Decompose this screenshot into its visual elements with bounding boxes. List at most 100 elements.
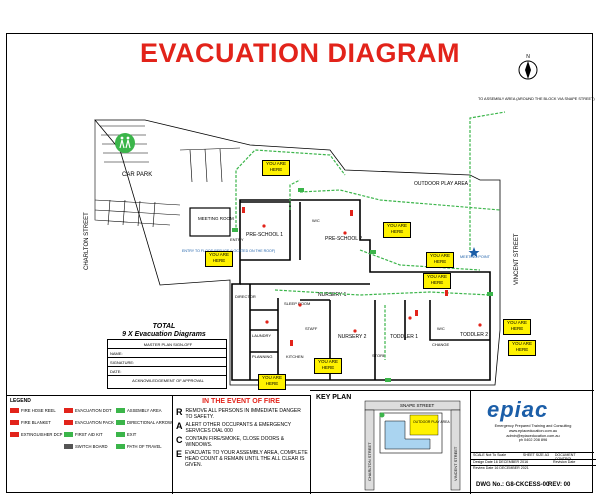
legend-item-label: EVACUATION PACK <box>75 420 114 425</box>
legend-item-label: FIRE BLANKET <box>21 420 51 425</box>
site-boundary <box>94 119 501 386</box>
key-plan: KEY PLAN OUTDOOR PLAY AREA SNAPE STREET … <box>310 390 470 494</box>
review-date: Review Date 16 DECEMBER 2021 <box>473 466 529 470</box>
title-row-2: Design Date 16 DECEMBER 2016 Revision Da… <box>471 459 596 466</box>
drawing-number: DWG No.: G8-CKCESS-00 <box>476 482 550 488</box>
you-are-here-badge: YOU ARE HERE <box>503 319 531 335</box>
legend-item: EVACUATION PACK <box>64 420 114 425</box>
company-web: www.epiaceducation.com.au <box>508 428 558 433</box>
legend-swatch-icon <box>116 408 125 413</box>
legend-swatch-icon <box>116 432 125 437</box>
toddler-2-label: TODDLER 2 <box>460 332 488 338</box>
company-name: Emergency Prepared Training and Consulti… <box>494 424 572 428</box>
legend-item-label: SWITCH BOARD <box>75 444 108 449</box>
sleep-room-label: SLEEP ROOM <box>284 301 310 306</box>
legend-swatch-icon <box>64 420 73 425</box>
path-of-travel <box>235 111 506 360</box>
revision-date-label: Revision Date <box>553 460 576 464</box>
meeting-room-label: MEETING ROOM <box>198 216 234 221</box>
legend-item-label: FIRE HOSE REEL <box>21 408 56 413</box>
car-park-label: CAR PARK <box>122 172 152 178</box>
meeting-point-star-icon <box>468 247 480 258</box>
assembly-direction-note: TO ASSEMBLY AREA (AROUND THE BLOCK VIA S… <box>478 97 595 101</box>
scale-label: SCALE Not To Scale <box>473 453 507 457</box>
legend-item-label: PATH OF TRAVEL <box>127 444 162 449</box>
key-plan-snape: SNAPE STREET <box>400 403 435 408</box>
director-label: DIRECTOR <box>235 294 256 299</box>
fire-title: IN THE EVENT OF FIRE <box>202 398 280 405</box>
legend-item: SWITCH BOARD <box>64 444 108 449</box>
legend-swatch-icon <box>64 432 73 437</box>
legend-item: DIRECTIONAL ARROW <box>116 420 172 425</box>
meeting-point-label: MEETING POINT <box>460 255 491 259</box>
signoff-date-field: DATE: <box>108 367 226 376</box>
nursery-2-label: NURSERY 2 <box>338 334 367 340</box>
change-label: CHANGE <box>432 342 449 347</box>
key-plan-map: OUTDOOR PLAY AREA SNAPE STREET CHARLTON … <box>364 400 461 491</box>
legend-item-label: DIRECTIONAL ARROW <box>127 420 172 425</box>
staff-label: STAFF <box>305 326 318 331</box>
title-row-3: Review Date 16 DECEMBER 2021 <box>471 465 596 472</box>
assembly-area-icon <box>115 133 135 153</box>
company-details: Emergency Prepared Training and Consulti… <box>477 424 589 443</box>
legend-item-label: ASSEMBLY AREA <box>127 408 162 413</box>
key-plan-play-label: OUTDOOR PLAY AREA <box>413 420 450 424</box>
total-note: TOTAL 9 X Evacuation Diagrams <box>112 323 216 339</box>
you-are-here-badge: YOU ARE HERE <box>258 374 286 390</box>
legend-item-label: FIRST AID KIT <box>75 432 103 437</box>
vincent-street-label: VINCENT STREET <box>514 233 520 285</box>
you-are-here-badge: YOU ARE HERE <box>426 252 454 268</box>
store-label: STORE <box>372 353 386 358</box>
sheet-size-label: SHEET SIZE A3 <box>522 453 549 457</box>
entry-label: ENTRY <box>230 237 244 242</box>
charlton-street-label: CHARLTON STREET <box>84 212 90 270</box>
legend-swatch-icon <box>116 444 125 449</box>
legend-item-label: EXTINGUISHER DCP <box>21 432 63 437</box>
signoff-signature-field: SIGNATURE: <box>108 358 226 367</box>
extinguisher-icon <box>242 207 448 346</box>
legend-item: FIRE BLANKET <box>10 420 51 425</box>
legend-item: ASSEMBLY AREA <box>116 408 162 413</box>
building <box>231 199 491 381</box>
total-title: TOTAL <box>152 323 176 330</box>
page-frame <box>6 33 593 493</box>
legend-swatch-icon <box>116 420 125 425</box>
key-plan-vincent: VINCENT STREET <box>453 446 458 481</box>
outdoor-play-label: OUTDOOR PLAY AREA <box>414 181 469 187</box>
title-block: epiac Emergency Prepared Training and Co… <box>470 390 596 494</box>
you-are-here-badge: YOU ARE HERE <box>205 251 233 267</box>
evacuation-dot-icon <box>262 224 482 333</box>
signoff-header: MASTER PLAN SIGN-OFF <box>108 340 226 349</box>
legend-swatch-icon <box>10 408 19 413</box>
meeting-room <box>189 207 231 237</box>
key-plan-charlton: CHARLTON STREET <box>367 442 372 481</box>
sign-off-table: MASTER PLAN SIGN-OFF NAME: SIGNATURE: DA… <box>107 339 227 389</box>
you-are-here-badge: YOU ARE HERE <box>383 222 411 238</box>
legend-item: EXIT <box>116 432 136 437</box>
exit-icon <box>232 188 493 382</box>
page-title: EVACUATION DIAGRAM <box>140 38 460 68</box>
legend-item-label: EXIT <box>127 432 137 437</box>
key-plan-title: KEY PLAN <box>316 394 352 401</box>
you-are-here-badge: YOU ARE HERE <box>262 160 290 176</box>
company-phone: ph 0402 208 896 <box>518 438 548 443</box>
legend-item: PATH OF TRAVEL <box>116 444 162 449</box>
north-compass-icon: N <box>518 54 538 80</box>
design-date: Design Date 16 DECEMBER 2016 <box>473 460 529 464</box>
total-count: 9 X Evacuation Diagrams <box>122 331 206 338</box>
you-are-here-badge: YOU ARE HERE <box>423 273 451 289</box>
revision-number: REV: 00 <box>548 482 571 488</box>
legend-title: LEGEND <box>10 398 31 404</box>
planning-label: PLANNING <box>252 354 272 359</box>
wc-label: W/C <box>312 218 320 223</box>
you-are-here-badge: YOU ARE HERE <box>508 340 536 356</box>
legend-swatch-icon <box>10 432 19 437</box>
wc-label-2: W/C <box>437 326 445 331</box>
